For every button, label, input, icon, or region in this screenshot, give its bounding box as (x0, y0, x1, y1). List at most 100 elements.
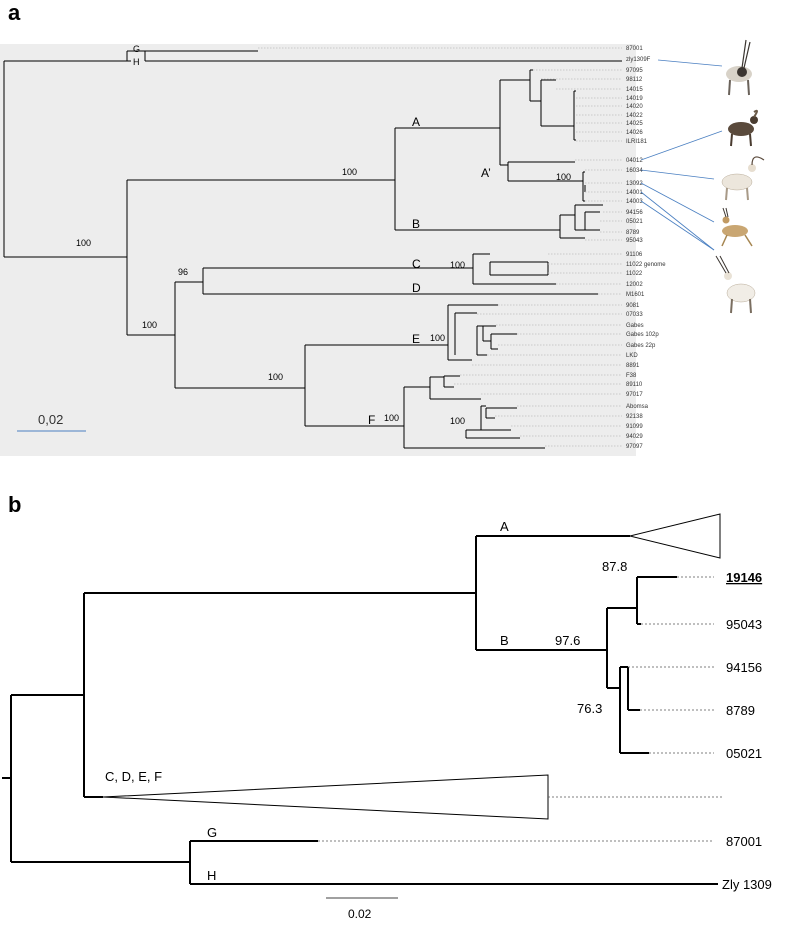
tip-label: 16034 (626, 168, 643, 174)
tree-a-guides (258, 47, 622, 447)
support-value: 100 (76, 238, 91, 248)
tip-label: F38 (626, 373, 637, 379)
scale-label-a: 0,02 (38, 412, 63, 427)
tip-label: Zly 1309 (722, 877, 772, 892)
support-value: 76.3 (577, 701, 602, 716)
clade-label-h: H (207, 868, 216, 883)
support-value: 87.8 (602, 559, 627, 574)
dorcas-gazelle-icon (721, 207, 753, 247)
tip-label-highlighted: 19146 (726, 570, 762, 585)
clade-label-g: G (207, 825, 217, 840)
tree-b-support: 87.8 97.6 76.3 (555, 559, 627, 716)
tip-label: 91099 (626, 424, 643, 430)
scale-bar-b: 0.02 (326, 897, 398, 921)
tree-a-clade-labels: A A’ B C D E F G H (133, 44, 491, 427)
tip-label: 04012 (626, 158, 643, 164)
support-value: 100 (268, 372, 283, 382)
tip-label: 12002 (626, 282, 643, 288)
support-value: 100 (342, 167, 357, 177)
tip-label: 05021 (726, 746, 762, 761)
clade-label-cdef: C, D, E, F (105, 769, 162, 784)
tip-label: ILRI181 (626, 139, 648, 145)
clade-label-h: H (133, 57, 140, 67)
collapsed-clade-a (629, 513, 721, 559)
clade-label-f: F (368, 413, 375, 427)
support-value: 100 (450, 416, 465, 426)
tip-label: 14019 (626, 96, 643, 102)
clade-label-b: B (412, 217, 420, 231)
tip-label: 97097 (626, 444, 643, 450)
tree-b-guides (318, 576, 722, 842)
tip-label: 07033 (626, 312, 643, 318)
tip-label: 14025 (626, 121, 643, 127)
scale-bar-a: 0,02 (17, 412, 86, 432)
tip-label: 9081 (626, 303, 640, 309)
tree-b-tips: 19146 95043 94156 8789 05021 87001 Zly 1… (722, 570, 772, 892)
tip-label: 14003 (626, 199, 643, 205)
tip-label: Gabes 102p (626, 332, 659, 338)
tip-label: 94156 (626, 210, 643, 216)
tip-label: 87001 (626, 46, 643, 52)
tip-label: Gabes (626, 323, 644, 329)
tip-label: LKD (626, 353, 638, 359)
tip-label: 89110 (626, 382, 643, 388)
tip-label: 8789 (726, 703, 755, 718)
support-value: 96 (178, 267, 188, 277)
clade-label-d: D (412, 281, 421, 295)
animal-connectors (640, 59, 723, 251)
scale-label-b: 0.02 (348, 907, 372, 921)
tip-label: 94156 (726, 660, 762, 675)
tree-a-support: 100 100 96 100 100 100 100 100 100 100 (76, 167, 571, 426)
support-value: 97.6 (555, 633, 580, 648)
tree-b-branches (2, 535, 718, 885)
tip-label: 8891 (626, 363, 640, 369)
tip-label: 92138 (626, 414, 643, 420)
support-value: 100 (450, 260, 465, 270)
tree-a-branches (3, 50, 622, 449)
collapsed-clade-cdef (102, 774, 549, 820)
clade-label-b: B (500, 633, 509, 648)
tip-label: 13092 (626, 181, 643, 187)
clade-label-a: A (412, 115, 420, 129)
support-value: 100 (556, 172, 571, 182)
support-value: 100 (142, 320, 157, 330)
tip-label: 95043 (626, 238, 643, 244)
support-value: 100 (430, 333, 445, 343)
tip-label: 11022 (626, 271, 643, 277)
panel-b-letter: b (8, 492, 22, 517)
clade-label-a-prime: A’ (481, 166, 491, 180)
clade-label-g: G (133, 44, 140, 54)
tip-label: 14026 (626, 130, 643, 136)
tree-b-clade-labels: A B C, D, E, F G H (105, 519, 509, 883)
tree-a-tips: 87001 zly1309F 97095 98112 14015 14019 1… (626, 46, 666, 450)
tip-label: 97017 (626, 392, 643, 398)
tip-label: 8789 (626, 230, 640, 236)
tip-label: 14001 (626, 190, 643, 196)
tip-label: 98112 (626, 77, 643, 83)
tip-label: Gabes 22p (626, 343, 656, 349)
clade-label-e: E (412, 332, 420, 346)
panel-a-letter: a (8, 0, 21, 25)
arabian-oryx-icon (715, 255, 756, 314)
tip-label: 94029 (626, 434, 643, 440)
tip-label: 11022 genome (626, 262, 666, 268)
panel-a-background (0, 44, 636, 456)
tip-label: 87001 (726, 834, 762, 849)
clade-label-c: C (412, 257, 421, 271)
tip-label: M1601 (626, 292, 645, 298)
tip-label: Abomsa (626, 404, 649, 410)
tip-label: 91106 (626, 252, 643, 258)
tip-label: 95043 (726, 617, 762, 632)
tip-label: 97095 (626, 68, 643, 74)
clade-label-a: A (500, 519, 509, 534)
tip-label: 14022 (626, 113, 643, 119)
tip-label: 14015 (626, 87, 643, 93)
addax-icon (726, 39, 752, 96)
ibex-icon (728, 109, 758, 147)
tip-label: zly1309F (626, 57, 651, 63)
tip-label: 05021 (626, 219, 643, 225)
oryx-dammah-icon (721, 156, 765, 201)
tip-label: 14020 (626, 104, 643, 110)
support-value: 100 (384, 413, 399, 423)
